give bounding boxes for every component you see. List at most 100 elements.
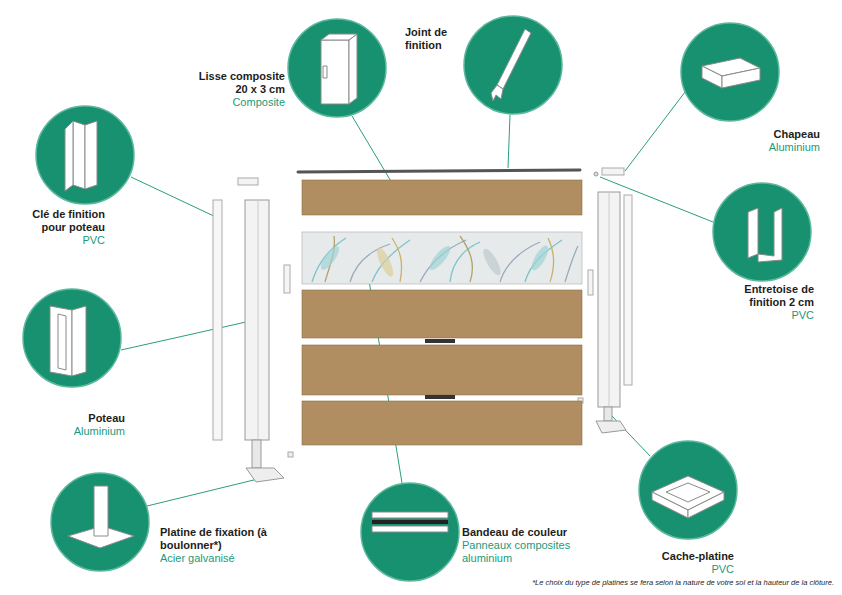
callout-circle: Bandeau de couleurPanneaux composites al… [360,482,460,582]
cle-part [213,200,222,440]
part-label: Platine de fixation (à boulonner*)Acier … [160,526,272,565]
part-material: PVC [612,563,734,576]
icon-shape [58,314,66,370]
small-part [594,172,598,176]
icon-shape [72,306,86,376]
icon-shape [748,208,758,258]
post-detail [258,200,259,440]
part-name: Joint de finition [405,26,459,52]
callout-circle: Entretoise de finition 2 cmPVC [712,182,812,282]
part-name: Clé de finition pour poteau [8,208,105,234]
circle-shape [287,18,387,118]
icon-shape [349,34,357,104]
icon-shape [652,492,688,518]
post-part [598,192,620,407]
icon-shape [321,34,357,40]
icon-shape [321,40,349,104]
part-label: Entretoise de finition 2 cmPVC [724,283,814,322]
circle-fill [639,441,737,539]
part-label: Lisse composite 20 x 3 cmComposite [185,70,285,109]
icon-shape [758,208,782,262]
circle-fill [36,106,134,204]
icon-shape [497,29,531,89]
circle-shape [712,182,812,282]
part-icon [68,486,134,548]
platine-stem [604,407,612,421]
joint-part [298,170,580,172]
icon-shape [94,486,108,536]
icon-shape [372,512,448,518]
icon-shape [491,85,503,101]
part-icon [702,58,760,88]
post-detail [609,192,610,407]
callout-circle: Platine de fixation (à boulonner*)Acier … [50,472,150,572]
part-label: Bandeau de couleurPanneaux composites al… [462,526,584,565]
part-name: Bandeau de couleur [462,526,584,539]
part-label: Cache-platinePVC [612,550,734,576]
callout-circle: ChapeauAluminium [680,22,780,122]
part-icon [491,29,531,101]
callout-circle: Joint de finition [463,15,563,115]
part-label: ChapeauAluminium [718,128,820,154]
icon-shape [372,520,448,524]
small-part [288,452,293,457]
footnote: *Le choix du type de platines se fera se… [532,578,834,587]
circle-shape [360,482,460,582]
icon-shape [702,66,722,88]
leader-line [131,177,218,218]
part-icon [65,121,97,191]
circle-shape [680,22,780,122]
icon-shape [50,306,72,376]
circle-shape [638,440,738,540]
icon-shape [722,68,760,88]
callout-circle: PoteauAluminium [22,288,122,388]
part-name: Entretoise de finition 2 cm [724,283,814,309]
icon-shape [372,526,448,532]
icon-shape [323,66,327,78]
circle-fill [288,19,386,117]
icon-shape [666,483,710,502]
part-icon [748,208,782,262]
connector-bar [425,395,455,399]
circle-fill [713,183,811,281]
part-icon [652,476,724,518]
part-material: Composite [185,96,285,109]
part-material: Aluminium [28,425,125,438]
leader-line [147,478,262,506]
part-icon [50,306,86,376]
icon-shape [73,121,85,189]
circle-fill [681,23,779,121]
part-label: Joint de finition [405,26,459,52]
circle-fill [361,483,459,581]
color-band [302,232,582,284]
platine-plate [246,468,284,482]
icon-shape [688,492,724,518]
part-icon [321,34,357,104]
circle-fill [464,16,562,114]
part-name: Platine de fixation (à boulonner*) [160,526,272,552]
slat [302,401,582,445]
circle-shape [463,15,563,115]
leader-line [508,115,510,168]
part-material: Acier galvanisé [160,552,272,565]
chapeau-part [602,168,624,175]
leaf-pattern [318,243,551,278]
entretoise-part [284,265,290,293]
circle-shape [35,105,135,205]
leader-line [610,414,650,456]
entretoise-part [588,270,593,295]
part-material: Aluminium [718,141,820,154]
slat [302,180,582,215]
platine-stem [252,440,261,468]
part-material: Panneaux composites aluminium [462,539,584,565]
part-name: Cache-platine [612,550,734,563]
slat [302,345,582,395]
part-material: PVC [8,234,105,247]
callout-circle: Clé de finition pour poteauPVC [35,105,135,205]
icon-shape [85,121,97,189]
connector-bar [425,339,455,343]
slat [302,290,582,338]
leaf-pattern [312,236,578,282]
icon-shape [65,121,73,191]
platine-plate [596,421,626,433]
